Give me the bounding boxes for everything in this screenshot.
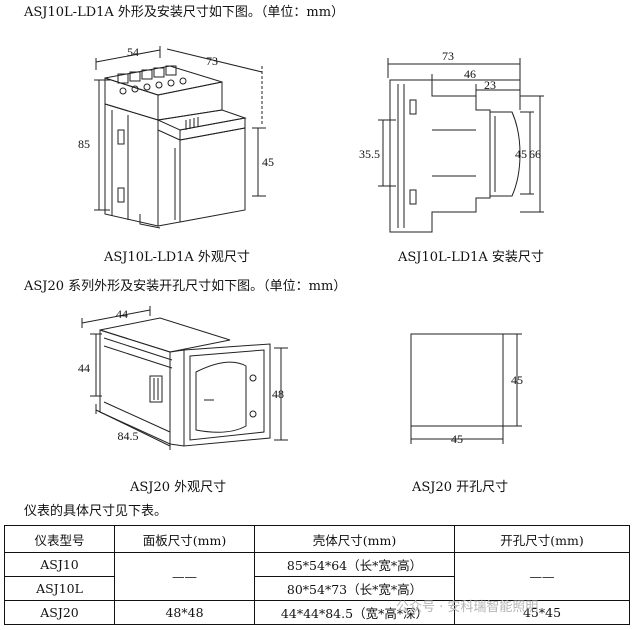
heading-asj10l: ASJ10L-LD1A 外形及安装尺寸如下图。（单位：mm） bbox=[24, 5, 345, 20]
caption-asj10l-mounting: ASJ10L-LD1A 安装尺寸 bbox=[398, 250, 544, 265]
table-row: ASJ20 48*48 44*44*84.5（宽*高*深） 45*45 bbox=[4, 600, 630, 625]
cell-panel: —— bbox=[114, 552, 255, 601]
header-cutout: 开孔尺寸(mm) bbox=[454, 525, 630, 553]
cell-cutout: 45*45 bbox=[454, 600, 630, 625]
dim-66: 66 bbox=[529, 147, 541, 161]
cell-panel: 48*48 bbox=[114, 600, 255, 625]
dim-mount-45: 45 bbox=[515, 147, 527, 161]
dim-23: 23 bbox=[484, 78, 496, 92]
caption-asj20-outline: ASJ20 外观尺寸 bbox=[130, 480, 227, 495]
watermark: 公众号 · 安科瑞智能照明 bbox=[396, 600, 539, 615]
dim-46: 46 bbox=[464, 67, 476, 81]
dim-asj20-height: 44 bbox=[78, 361, 90, 375]
dim-45: 45 bbox=[262, 155, 274, 169]
cell-model: ASJ10L bbox=[4, 576, 115, 601]
dim-54: 54 bbox=[127, 45, 139, 59]
heading-table: 仪表的具体尺寸见下表。 bbox=[24, 504, 168, 519]
table-row: ASJ10 —— 85*54*64（长*宽*高） —— bbox=[4, 552, 630, 601]
header-shell: 壳体尺寸(mm) bbox=[254, 525, 455, 553]
heading-asj20: ASJ20 系列外形及安装开孔尺寸如下图。（单位：mm） bbox=[24, 279, 347, 294]
cell-cutout: —— bbox=[454, 552, 630, 601]
cell-shell: 44*44*84.5（宽*高*深） bbox=[254, 600, 455, 625]
header-panel: 面板尺寸(mm) bbox=[114, 525, 255, 553]
table-header-row: 仪表型号 面板尺寸(mm) 壳体尺寸(mm) 开孔尺寸(mm) bbox=[4, 525, 630, 553]
caption-asj20-cutout: ASJ20 开孔尺寸 bbox=[412, 480, 509, 495]
dim-total-73: 73 bbox=[442, 49, 454, 63]
dim-asj20-panel: 48 bbox=[272, 387, 284, 401]
dim-asj20-width: 44 bbox=[116, 307, 128, 321]
dim-35-5: 35.5 bbox=[359, 147, 380, 161]
dim-73: 73 bbox=[206, 54, 218, 68]
cell-model: ASJ10 bbox=[4, 552, 115, 577]
dimension-table: 仪表型号 面板尺寸(mm) 壳体尺寸(mm) 开孔尺寸(mm) ASJ10 ——… bbox=[4, 525, 630, 625]
dim-85: 85 bbox=[78, 137, 90, 151]
dim-asj20-depth: 84.5 bbox=[118, 429, 139, 443]
dim-cutout-width: 45 bbox=[451, 432, 463, 446]
caption-asj10l-outline: ASJ10L-LD1A 外观尺寸 bbox=[104, 250, 250, 265]
dim-cutout-height: 45 bbox=[511, 373, 523, 387]
cell-shell: 85*54*64（长*宽*高） bbox=[254, 552, 455, 577]
cell-model: ASJ20 bbox=[4, 600, 115, 625]
header-model: 仪表型号 bbox=[4, 525, 115, 553]
